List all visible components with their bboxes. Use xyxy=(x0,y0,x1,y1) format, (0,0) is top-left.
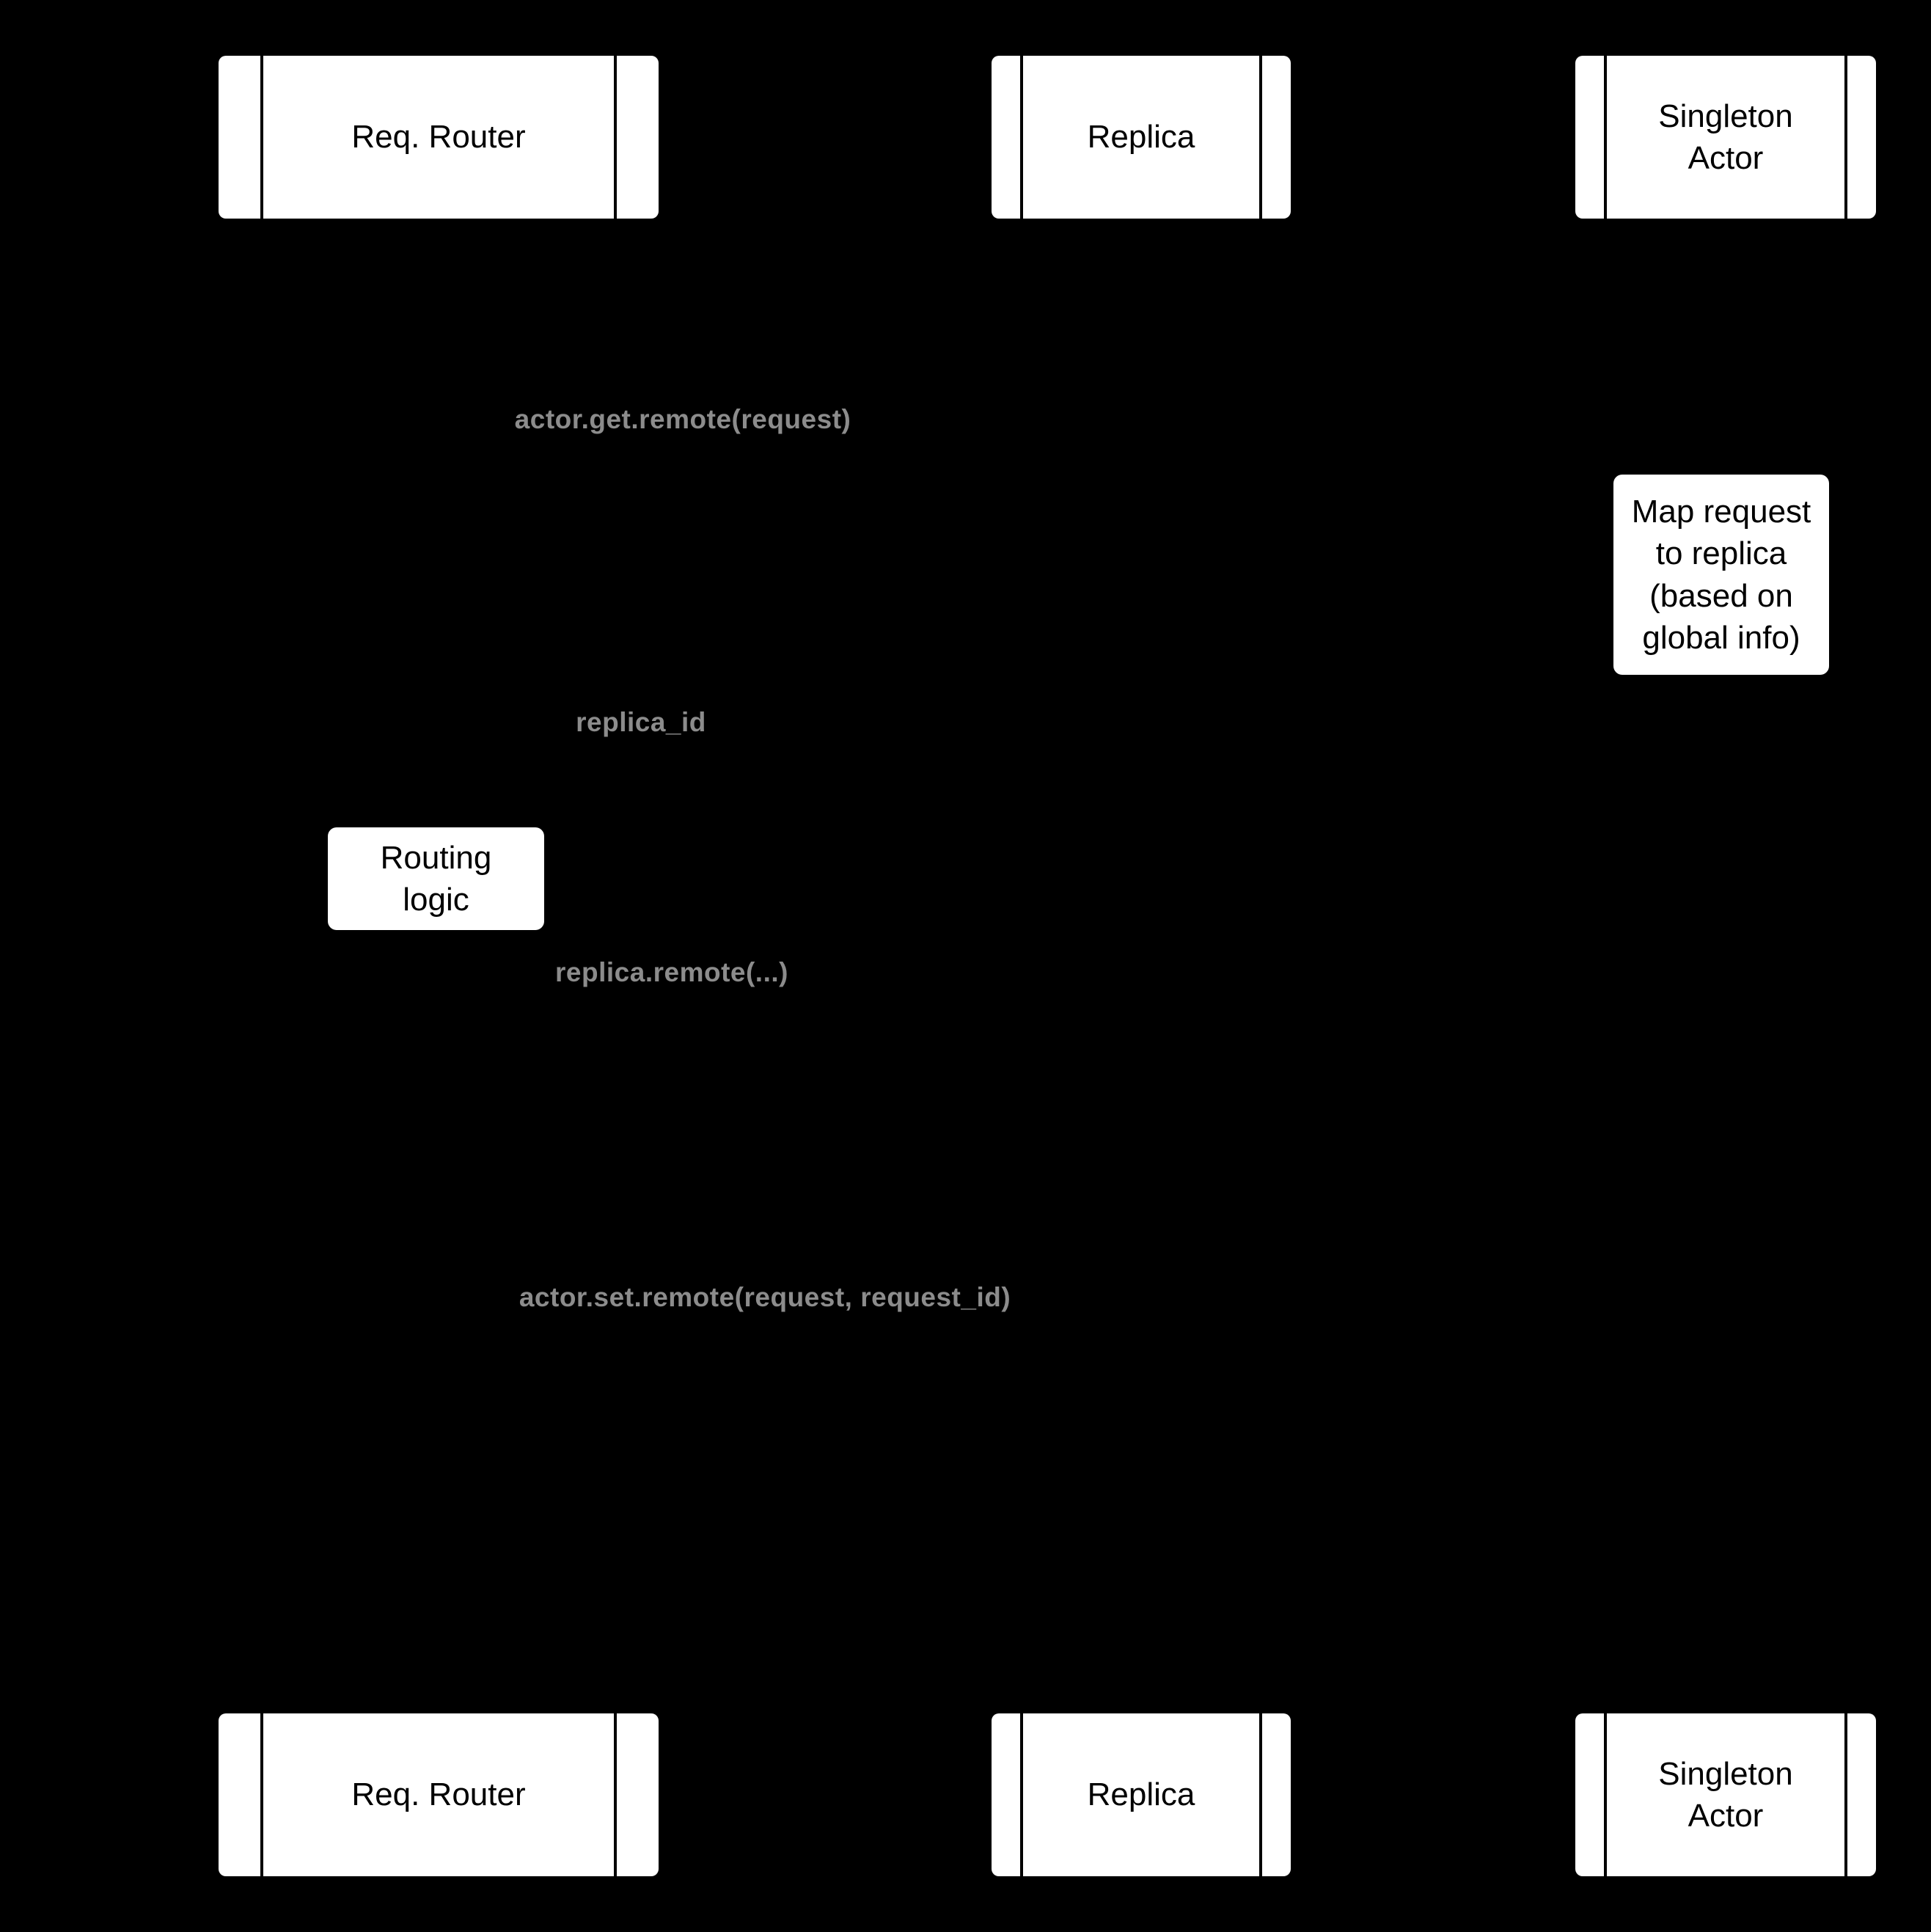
participant-name-replica: Replica xyxy=(992,1713,1291,1876)
participant-name-line: Req. Router xyxy=(351,1777,526,1813)
message-label-replica-id: replica_id xyxy=(576,707,706,737)
message-label-actor-get-remote: actor.get.remote(request) xyxy=(514,404,851,434)
participant-name-line: Replica xyxy=(1087,1777,1195,1813)
participant-name-line: Singleton xyxy=(1658,98,1793,134)
participant-name-req-router: Req. Router xyxy=(219,1713,659,1876)
inner-line-left xyxy=(1019,1713,1023,1876)
participant-name-req-router: Req. Router xyxy=(219,56,659,219)
participant-name-singleton-actor: Singleton Actor xyxy=(1575,1713,1876,1876)
inner-line-right xyxy=(1259,56,1263,219)
participant-name-replica: Replica xyxy=(992,56,1291,219)
inner-line-left xyxy=(260,56,263,219)
note-routing-logic: Routing logic xyxy=(328,827,544,930)
participant-box-req-router-bottom: Req. Router xyxy=(219,1713,659,1876)
lifeline-req-router xyxy=(438,219,440,1713)
note-line: logic xyxy=(403,882,469,918)
participant-name-line: Actor xyxy=(1688,1798,1764,1834)
message-arrow-2 xyxy=(439,759,1724,761)
note-line: Routing xyxy=(380,839,492,876)
participant-box-replica-bottom: Replica xyxy=(992,1713,1291,1876)
participant-box-req-router-top: Req. Router xyxy=(219,56,659,219)
inner-line-right xyxy=(614,1713,617,1876)
note-line: Map request xyxy=(1631,494,1811,530)
note-line: (based on xyxy=(1649,577,1793,614)
participant-name-line: Replica xyxy=(1087,119,1195,155)
note-line: to replica xyxy=(1655,535,1787,572)
participant-box-singleton-actor-bottom: Singleton Actor xyxy=(1575,1713,1876,1876)
participant-name-line: Actor xyxy=(1688,140,1764,176)
inner-line-right xyxy=(614,56,617,219)
message-label-replica-remote: replica.remote(...) xyxy=(555,957,788,987)
note-map-request-to-replica: Map request to replica (based on global … xyxy=(1613,475,1829,675)
inner-line-left xyxy=(1603,56,1607,219)
message-arrow-3 xyxy=(439,1009,1140,1011)
participant-box-replica-top: Replica xyxy=(992,56,1291,219)
inner-line-left xyxy=(1603,1713,1607,1876)
message-label-actor-set-remote: actor.set.remote(request, request_id) xyxy=(519,1282,1011,1312)
inner-line-left xyxy=(1019,56,1023,219)
inner-line-right xyxy=(1844,56,1848,219)
lifeline-replica xyxy=(1140,219,1142,1713)
note-line: global info) xyxy=(1642,619,1800,656)
inner-line-left xyxy=(260,1713,263,1876)
inner-line-right xyxy=(1259,1713,1263,1876)
inner-line-right xyxy=(1844,1713,1848,1876)
lifeline-singleton-actor xyxy=(1724,219,1726,1713)
participant-box-singleton-actor-top: Singleton Actor xyxy=(1575,56,1876,219)
participant-name-singleton-actor: Singleton Actor xyxy=(1575,56,1876,219)
message-arrow-1 xyxy=(439,456,1724,458)
participant-name-line: Singleton xyxy=(1658,1755,1793,1792)
message-arrow-4 xyxy=(439,1335,1724,1337)
participant-name-line: Req. Router xyxy=(351,119,526,155)
